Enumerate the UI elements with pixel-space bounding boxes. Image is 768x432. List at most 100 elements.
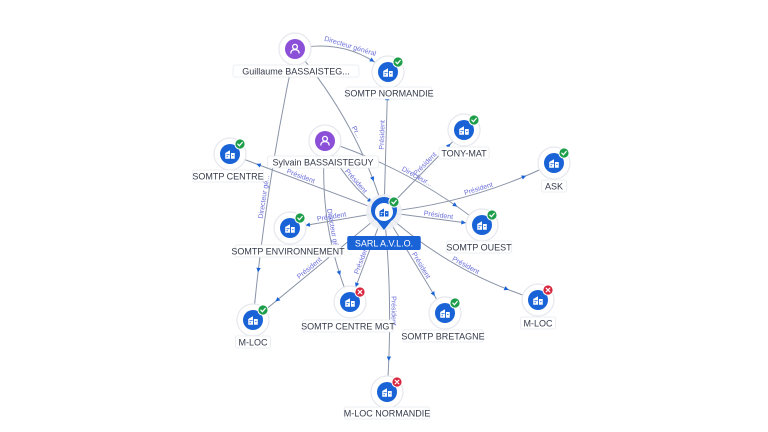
check-badge-icon <box>486 209 498 221</box>
node-mloc_normandie[interactable]: M-LOC NORMANDIE <box>343 375 431 420</box>
edge-label-11: Président <box>343 168 368 195</box>
node-core <box>340 292 360 312</box>
node-core <box>454 120 474 140</box>
edge-label-8: Président <box>296 257 323 281</box>
building-icon <box>225 150 235 159</box>
building-icon <box>533 296 543 305</box>
edge-line-2 <box>383 162 555 213</box>
node-core <box>472 215 492 235</box>
check-badge-icon <box>449 297 461 309</box>
edge-label-9: Président <box>317 211 347 223</box>
node-label: SOMTP NORMANDIE <box>344 89 433 99</box>
node-label: M-LOC NORMANDIE <box>344 409 431 419</box>
edge-label-text: Président <box>379 120 387 150</box>
node-label: Guillaume BASSAISTEG... <box>242 67 350 77</box>
edge-line-6 <box>383 211 391 393</box>
center-label-bg <box>347 236 421 250</box>
cross-badge-icon <box>391 376 403 388</box>
node-guillaume[interactable]: Guillaume BASSAISTEG... <box>232 32 360 78</box>
check-badge-icon <box>388 196 400 208</box>
node-environnement[interactable]: SOMTP ENVIRONNEMENT <box>231 211 345 258</box>
node-core <box>435 303 455 323</box>
building-icon <box>459 126 469 135</box>
edge-label-text: Pr... <box>350 125 362 139</box>
edge-arrow-icon <box>336 270 341 276</box>
node-label: SOMTP CENTRE <box>192 172 263 182</box>
building-icon <box>379 208 389 217</box>
edge-arrow-icon <box>305 222 311 227</box>
node-label-bg <box>520 316 557 330</box>
node-label-bg <box>232 64 360 78</box>
node-normandie[interactable]: SOMTP NORMANDIE <box>344 55 434 100</box>
building-icon <box>383 68 393 77</box>
cross-badge-icon <box>354 286 366 298</box>
node-sylvain[interactable]: Sylvain BASSAISTEGUY <box>267 124 379 169</box>
node-label-bg <box>343 406 431 420</box>
node-label: TONY-MAT <box>441 149 487 159</box>
edge-label-text: Président <box>317 211 347 223</box>
edge-arrow-icon <box>521 175 527 180</box>
edge-label-text: Président <box>463 182 493 197</box>
node-label: Sylvain BASSAISTEGUY <box>272 158 373 168</box>
node-label-bg <box>445 240 513 254</box>
node-core <box>377 382 397 402</box>
node-label: SOMTP CENTRE MGT <box>301 322 395 332</box>
edge-line-4 <box>383 211 539 301</box>
edge-arrow-icon <box>355 282 360 288</box>
building-icon <box>285 224 295 233</box>
node-core <box>220 144 240 164</box>
edge-arrow-icon <box>503 286 509 291</box>
edge-label-4: Président <box>451 256 480 276</box>
building-icon <box>345 298 355 307</box>
edge-label-0: Président <box>379 120 387 150</box>
node-centre_mgt[interactable]: SOMTP CENTRE MGT <box>301 285 395 333</box>
node-label-bg <box>402 329 484 343</box>
edge-line-13 <box>252 48 296 321</box>
edge-arrow-icon <box>256 267 261 273</box>
node-tonymat[interactable]: TONY-MAT <box>438 113 490 160</box>
person-icon <box>320 135 330 146</box>
node-core <box>378 62 398 82</box>
edge-label-text: Président <box>451 256 480 276</box>
node-label: SOMTP ENVIRONNEMENT <box>231 247 345 257</box>
node-ouest[interactable]: SOMTP OUEST <box>445 208 513 254</box>
node-mloc_right[interactable]: M-LOC <box>520 283 557 330</box>
edge-label-text: Président <box>343 168 368 195</box>
edge-arrow-icon <box>386 356 392 362</box>
node-label: SOMTP OUEST <box>446 243 512 253</box>
edge-label-text: Président <box>423 210 453 221</box>
node-bretagne[interactable]: SOMTP BRETAGNE <box>401 296 485 343</box>
node-label-bg <box>345 86 433 100</box>
check-badge-icon <box>392 56 404 68</box>
edge-label-6: Président <box>389 296 396 326</box>
cross-badge-icon <box>542 284 554 296</box>
edge-label-3: Président <box>423 210 453 221</box>
building-icon <box>248 316 258 325</box>
edge-arrow-icon <box>430 291 435 297</box>
person-icon <box>290 43 300 54</box>
center-node-sarl[interactable]: SARL A.V.L.O. <box>347 194 421 250</box>
node-ask[interactable]: ASK <box>537 146 571 193</box>
check-badge-icon <box>257 304 269 316</box>
edge-arrow-icon <box>369 57 375 62</box>
edge-label-5: Président <box>410 251 431 280</box>
edge-arrow-icon <box>370 176 375 182</box>
node-label: ASK <box>545 182 563 192</box>
nodes-layer: Guillaume BASSAISTEG... SOMTP NORMANDIE TO… <box>192 32 571 420</box>
edge-arrow-icon <box>256 163 262 168</box>
node-centre[interactable]: SOMTP CENTRE <box>192 137 264 183</box>
node-mloc_left[interactable]: M-LOC <box>234 303 271 349</box>
building-icon <box>382 388 392 397</box>
edge-label-14: Pr... <box>350 125 362 139</box>
edge-label-text: Président <box>296 257 323 281</box>
node-label-bg <box>192 169 264 183</box>
edge-arrow-icon <box>275 296 281 302</box>
edge-line-15 <box>324 140 483 226</box>
check-badge-icon <box>294 212 306 224</box>
node-label-bg <box>438 146 490 160</box>
building-icon <box>440 309 450 318</box>
edge-label-text: Président <box>410 251 431 280</box>
check-badge-icon <box>558 147 570 159</box>
